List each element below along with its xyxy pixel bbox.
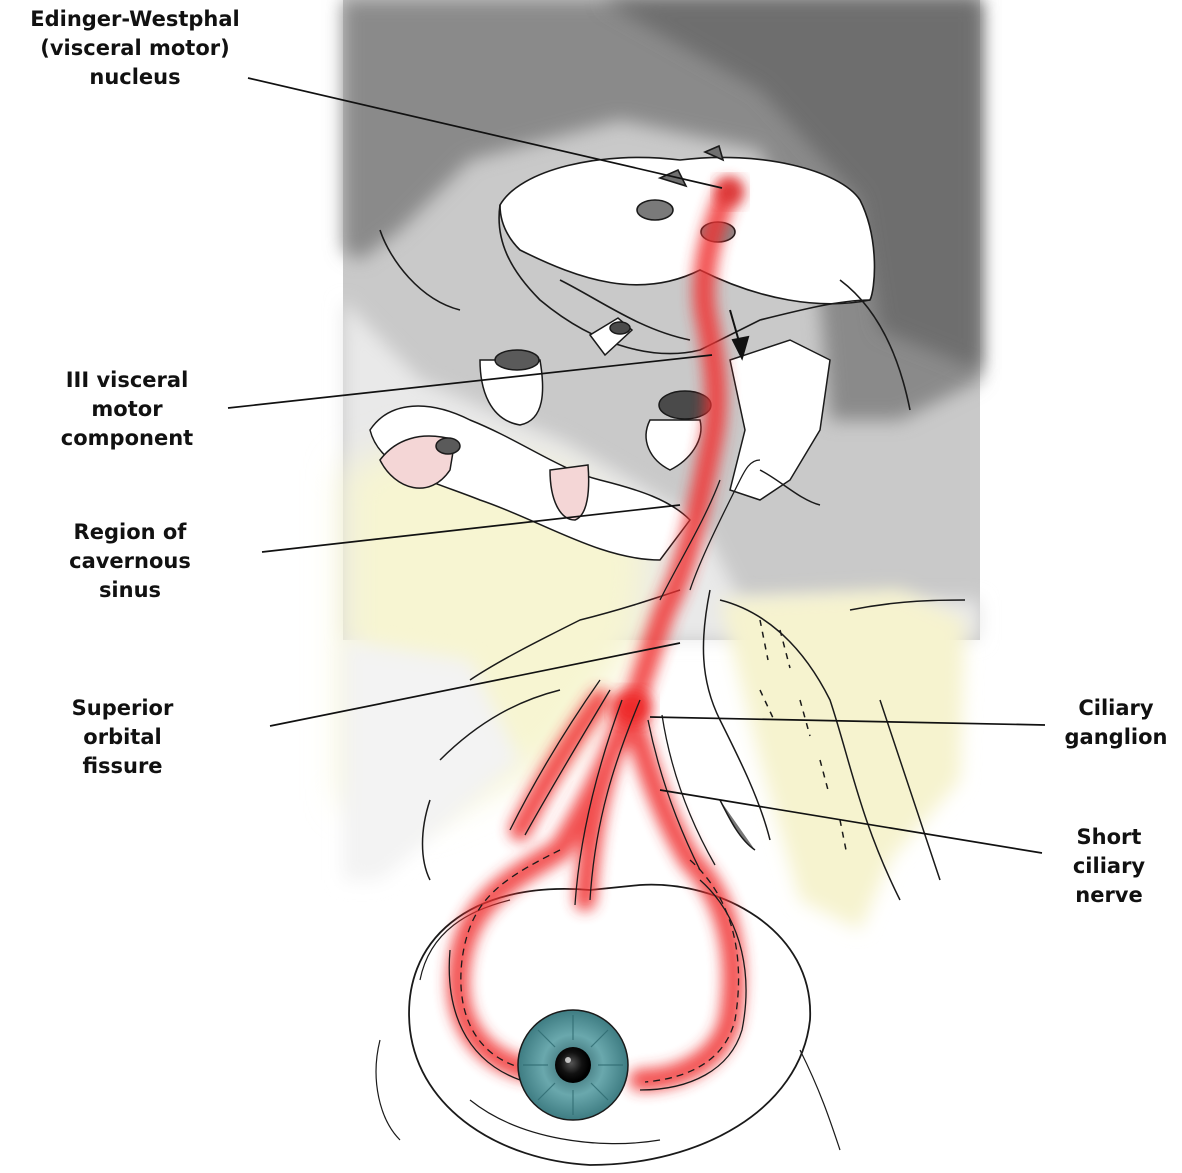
label-ciliary-ganglion: Ciliary ganglion (1050, 694, 1182, 752)
label-short-ciliary-nerve: Short ciliary nerve (1045, 823, 1173, 910)
iris (518, 1010, 628, 1120)
label-iii-visceral-motor-component: III visceral motor component (22, 366, 232, 453)
label-edinger-westphal-nucleus: Edinger-Westphal (visceral motor) nucleu… (0, 5, 270, 92)
pupil (555, 1047, 591, 1083)
label-cavernous-sinus: Region of cavernous sinus (40, 518, 220, 605)
label-superior-orbital-fissure: Superior orbital fissure (40, 694, 205, 781)
